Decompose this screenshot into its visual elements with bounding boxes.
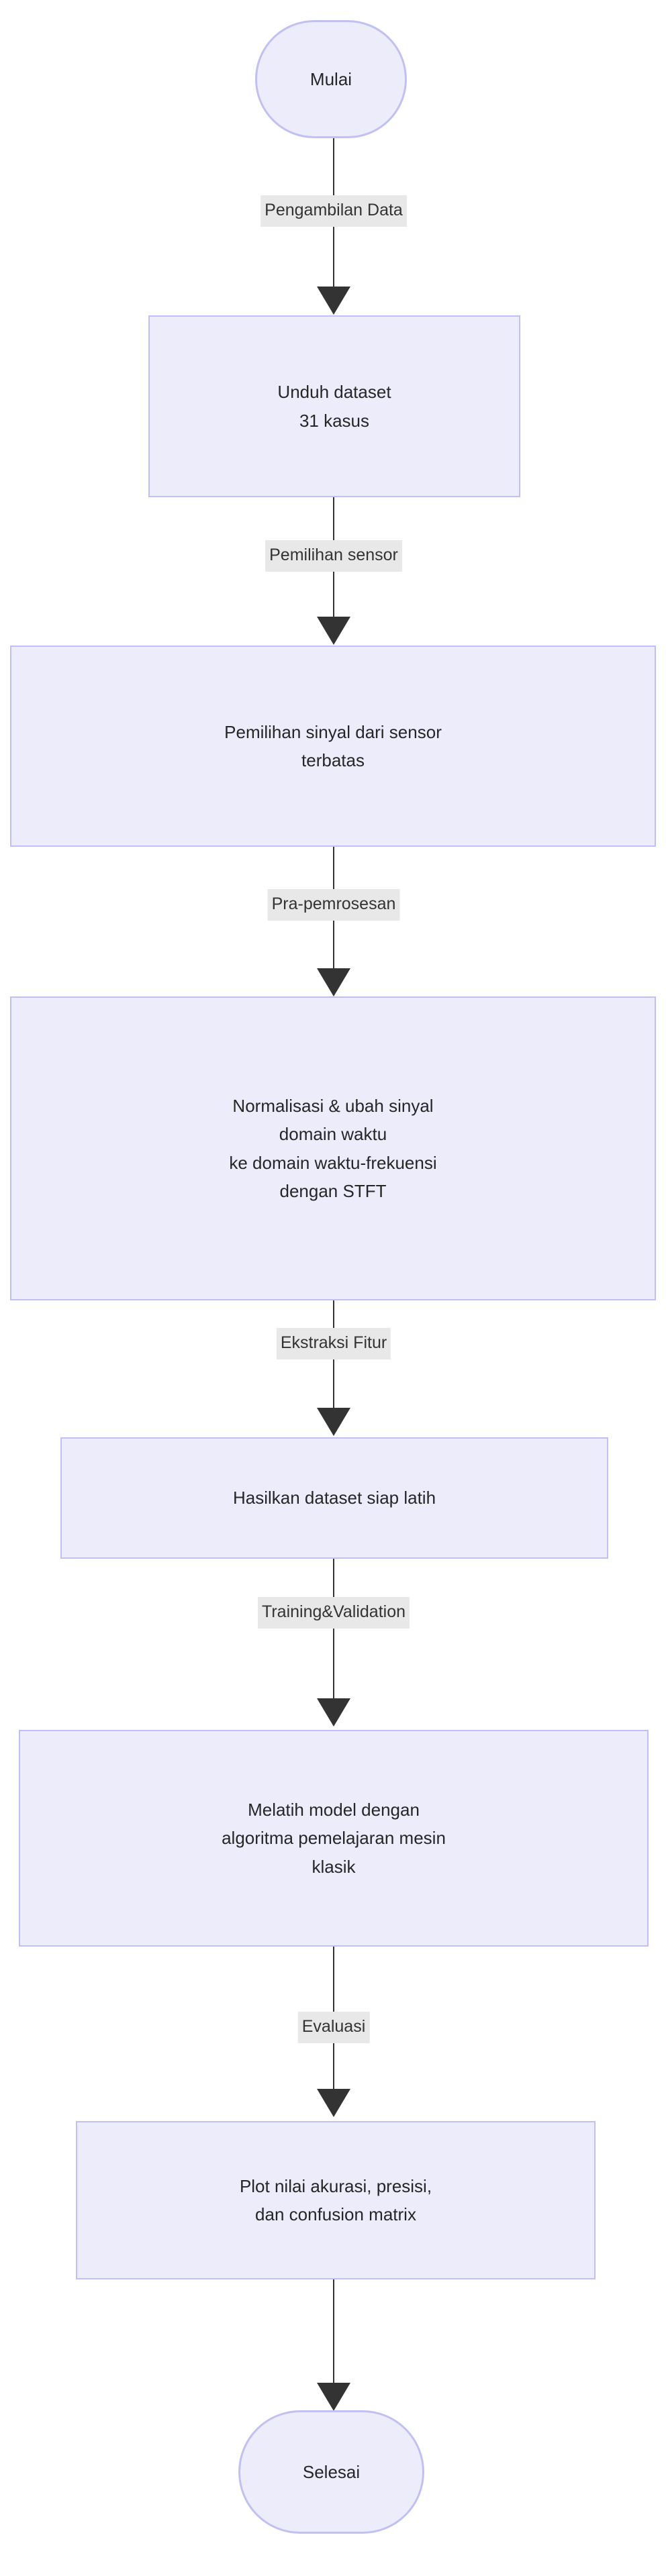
node-download-dataset-line-2: 31 kasus [299,410,370,431]
arrowhead-download [317,287,350,315]
node-download-dataset-line-1: Unduh dataset [277,382,391,403]
node-start-line-1: Mulai [310,68,352,89]
arrowhead-dataset [317,1408,350,1436]
arrowhead-sensor [317,617,350,645]
edge-label-pemilihan-sensor: Pemilihan sensor [265,540,402,572]
connector-plot-to-end [333,2279,334,2387]
node-train-model[interactable]: Melatih model dengan algoritma pemelajar… [19,1730,649,1947]
edge-label-pra-pemrosesan: Pra-pemrosesan [267,889,400,921]
node-end[interactable]: Selesai [238,2410,424,2534]
arrowhead-train [317,1698,350,1727]
node-download-dataset[interactable]: Unduh dataset 31 kasus [148,315,520,497]
edge-label-pengambilan-data: Pengambilan Data [260,195,407,227]
node-preprocessing-line-4: dengan STFT [279,1180,387,1201]
arrowhead-plot [317,2089,350,2117]
node-signal-selection-line-1: Pemilihan sinyal dari sensor [224,721,442,742]
node-train-model-line-3: klasik [312,1856,356,1877]
node-ready-dataset[interactable]: Hasilkan dataset siap latih [60,1437,608,1559]
node-signal-selection-line-2: terbatas [301,750,365,770]
node-preprocessing[interactable]: Normalisasi & ubah sinyal domain waktu k… [10,996,656,1300]
node-plot-metrics-line-1: Plot nilai akurasi, presisi, [239,2175,432,2196]
node-preprocessing-line-1: Normalisasi & ubah sinyal [232,1096,434,1117]
node-train-model-line-1: Melatih model dengan [248,1800,420,1820]
node-start[interactable]: Mulai [255,20,407,138]
edge-label-evaluasi: Evaluasi [297,2012,370,2043]
edge-label-training-validation: Training&Validation [257,1597,410,1629]
arrowhead-preprocess [317,968,350,996]
node-preprocessing-line-3: ke domain waktu-frekuensi [229,1152,437,1173]
edge-label-ekstraksi-fitur: Ekstraksi Fitur [276,1328,391,1359]
node-plot-metrics[interactable]: Plot nilai akurasi, presisi, dan confusi… [76,2121,596,2279]
node-train-model-line-2: algoritma pemelajaran mesin [222,1828,446,1849]
connector-dataset-to-train [333,1558,334,1702]
node-plot-metrics-line-2: dan confusion matrix [255,2204,416,2224]
node-ready-dataset-line-1: Hasilkan dataset siap latih [232,1488,436,1508]
arrowhead-end [317,2383,350,2411]
node-signal-selection[interactable]: Pemilihan sinyal dari sensor terbatas [10,646,656,847]
node-end-line-1: Selesai [302,2461,361,2482]
node-preprocessing-line-2: domain waktu [279,1124,387,1145]
